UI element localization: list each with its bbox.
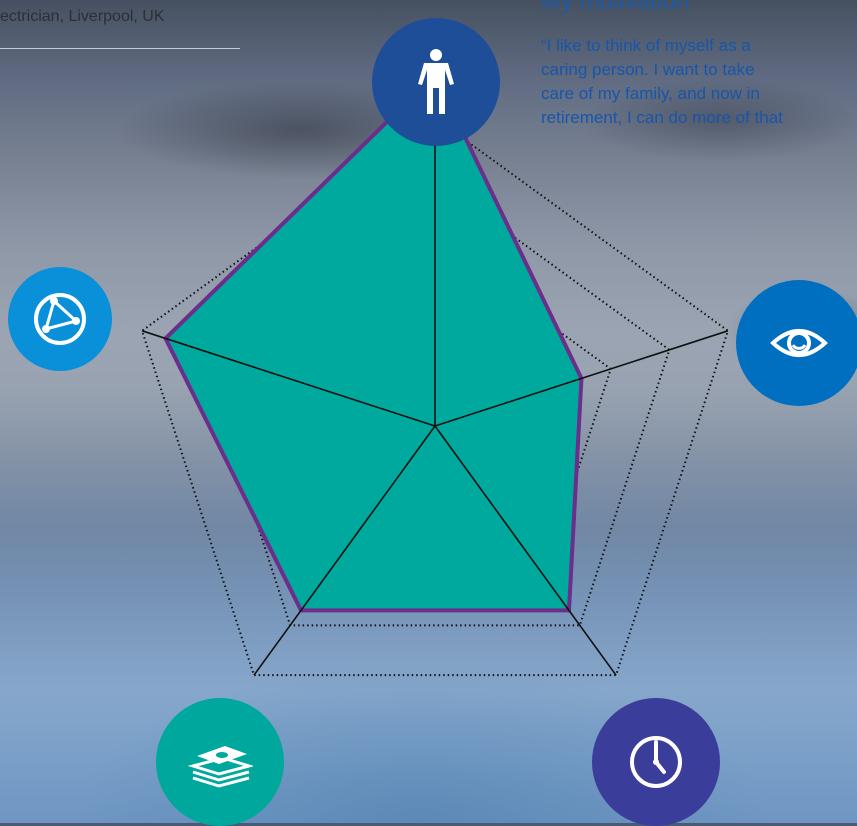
person-icon-button — [372, 18, 500, 146]
radar-axis-money — [253, 425, 436, 676]
person-icon — [418, 49, 454, 114]
motivation-quote: “I like to think of myself as a caring p… — [541, 34, 857, 130]
radar-axis-eye — [434, 330, 729, 427]
radar-data — [163, 71, 584, 613]
quote-line: retirement, I can do more of that — [541, 108, 783, 127]
persona-subtitle: ectrician, Liverpool, UK — [0, 8, 165, 25]
radar-axis-network — [141, 330, 436, 427]
network-icon-button — [8, 267, 112, 371]
quote-line: care of my family, and now in — [541, 84, 760, 103]
radar-spokes — [141, 118, 729, 676]
clock-icon-button — [592, 698, 720, 826]
clock-icon — [630, 736, 682, 788]
money-stack-icon — [187, 746, 253, 788]
radar-series-area — [163, 71, 584, 613]
motivation-heading: My motivation — [541, 0, 690, 15]
subtitle-divider — [0, 48, 240, 49]
quote-line: “I like to think of myself as a — [541, 36, 751, 55]
radar-grid-level — [140, 116, 730, 677]
network-icon — [34, 293, 86, 345]
eye-icon — [770, 329, 828, 357]
quote-line: caring person. I want to take — [541, 60, 755, 79]
eye-icon-button — [736, 280, 857, 406]
radar-axis-clock — [434, 425, 617, 676]
money-icon-button — [156, 698, 284, 826]
